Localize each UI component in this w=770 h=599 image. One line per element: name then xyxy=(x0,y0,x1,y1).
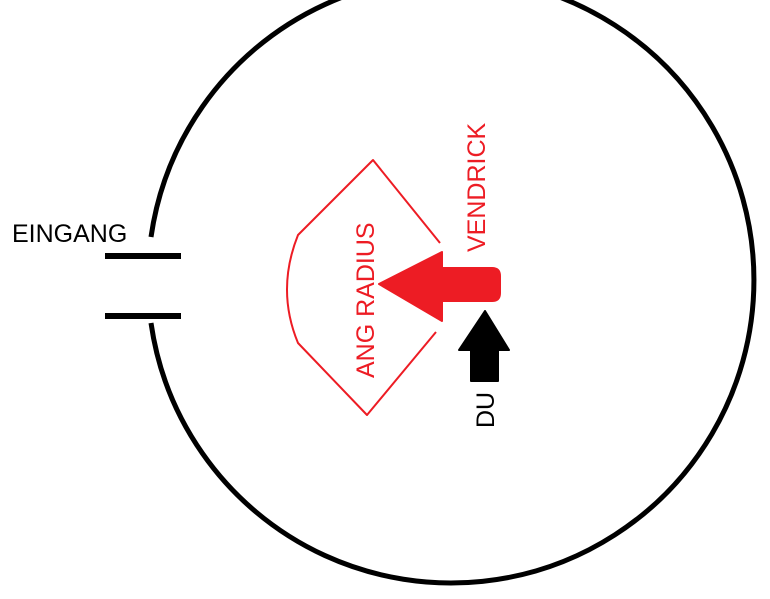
arena-circle xyxy=(148,0,757,586)
entrance-label: EINGANG xyxy=(12,220,127,248)
player-label: DU xyxy=(472,392,500,428)
attack-radius-shape xyxy=(286,159,441,416)
attack-radius-label: ANG RADIUS xyxy=(352,222,380,378)
arrow-up-icon xyxy=(458,310,510,382)
target-label: VENDRICK xyxy=(463,122,491,252)
arrow-left-icon xyxy=(378,251,501,322)
